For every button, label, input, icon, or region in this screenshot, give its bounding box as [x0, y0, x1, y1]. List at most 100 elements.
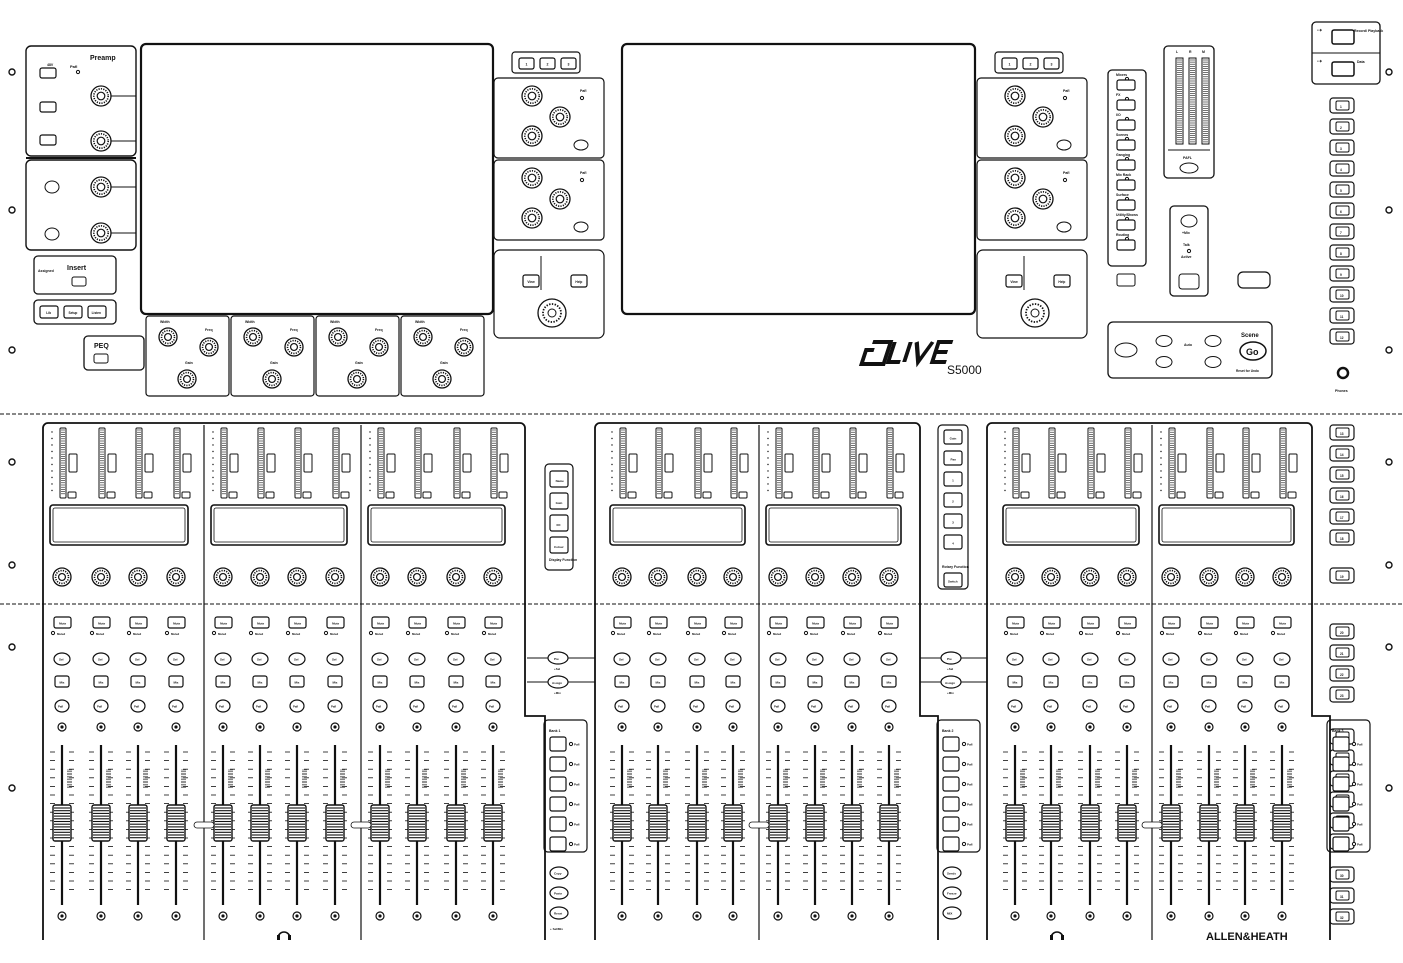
screen-rotary-knob[interactable]	[521, 167, 543, 189]
phones-level-knob[interactable]	[1336, 366, 1350, 380]
mix-button[interactable]: Mix	[881, 675, 897, 688]
channel-rotary-knob[interactable]	[91, 567, 111, 587]
sel-button[interactable]	[1042, 652, 1060, 666]
fader-cap[interactable]	[325, 804, 345, 842]
talk-assign-button[interactable]	[1180, 214, 1198, 228]
fader-assign-button[interactable]	[940, 675, 962, 689]
hpf-lib-button[interactable]: Lib	[39, 305, 59, 319]
mute-button[interactable]: Mute	[1273, 616, 1292, 629]
channel-rotary-knob[interactable]	[128, 567, 148, 587]
channel-rotary-knob[interactable]	[1041, 567, 1061, 587]
softkey-5[interactable]: 5	[1329, 181, 1355, 198]
mute-button[interactable]: Mute	[167, 616, 186, 629]
bank-copy-button[interactable]	[549, 866, 569, 880]
screen-rotary-knob[interactable]	[1004, 125, 1026, 147]
fader-cap[interactable]	[1161, 804, 1181, 842]
screen-tab-button[interactable]: 1	[1001, 57, 1018, 70]
fader-cap[interactable]	[1199, 804, 1219, 842]
softkey-32[interactable]: 32	[1329, 908, 1355, 925]
pafl-button[interactable]	[844, 699, 860, 713]
eq-freq-knob[interactable]	[199, 337, 219, 357]
bank-panels[interactable]: Bank 1PaflPaflPaflPaflPaflPaflCopyPasteR…	[543, 719, 1371, 931]
mute-button[interactable]: Mute	[251, 616, 270, 629]
bank-button[interactable]	[1332, 816, 1350, 832]
mute-button[interactable]: Mute	[288, 616, 307, 629]
eq-gain-knob[interactable]	[347, 369, 367, 389]
mute-button[interactable]: Mute	[1042, 616, 1061, 629]
sel-button[interactable]	[613, 652, 631, 666]
softkey-3[interactable]: 3	[1329, 139, 1355, 156]
softkey-21[interactable]: 21	[1329, 644, 1355, 661]
mix-button[interactable]: Mix	[689, 675, 705, 688]
mix-button[interactable]: Mix	[215, 675, 231, 688]
eq-gain-knob[interactable]	[432, 369, 452, 389]
mute-button[interactable]: Mute	[129, 616, 148, 629]
mode-button-8[interactable]	[1116, 239, 1136, 251]
channel-rotary-knob[interactable]	[1161, 567, 1181, 587]
mute-button[interactable]: Mute	[1236, 616, 1255, 629]
fader-pre-button[interactable]	[940, 651, 962, 665]
mode-button-5[interactable]	[1116, 179, 1136, 191]
fader-cap[interactable]	[370, 804, 390, 842]
pafl-button[interactable]	[448, 699, 464, 713]
mode-button-2[interactable]	[1116, 119, 1136, 131]
screen-rotary-knob[interactable]	[549, 106, 571, 128]
sel-button[interactable]	[806, 652, 824, 666]
screen-rotary-knob[interactable]	[521, 125, 543, 147]
pafl-button[interactable]	[485, 699, 501, 713]
softkey-18[interactable]: 18	[1329, 529, 1355, 546]
softkey-20[interactable]: 20	[1329, 623, 1355, 640]
mix-button[interactable]: Mix	[1274, 675, 1290, 688]
mute-button[interactable]: Mute	[843, 616, 862, 629]
48v-button[interactable]	[39, 67, 57, 79]
mix-button[interactable]: Mix	[1201, 675, 1217, 688]
mute-button[interactable]: Mute	[649, 616, 668, 629]
screen-scroll-knob[interactable]	[537, 298, 567, 328]
mix-button[interactable]: Mix	[1119, 675, 1135, 688]
rotary-function-button[interactable]: 3	[943, 513, 963, 529]
pafl-button[interactable]	[689, 699, 705, 713]
pafl-button[interactable]	[1274, 699, 1290, 713]
softkey-1[interactable]: 1	[1329, 97, 1355, 114]
sel-button[interactable]	[484, 652, 502, 666]
touchscreen-left[interactable]	[139, 42, 495, 316]
sel-button[interactable]	[880, 652, 898, 666]
mix-button[interactable]: Mix	[844, 675, 860, 688]
softkey-22[interactable]: 22	[1329, 665, 1355, 682]
pafl-button[interactable]	[289, 699, 305, 713]
peq-in-button[interactable]	[93, 353, 109, 364]
rotary-function-button[interactable]: 2	[943, 492, 963, 508]
rotary-function-button[interactable]: Gain	[943, 429, 963, 445]
bank-button[interactable]	[549, 836, 567, 852]
channel-rotary-knob[interactable]	[370, 567, 390, 587]
mute-button[interactable]: Mute	[371, 616, 390, 629]
meter-clear-button[interactable]	[1179, 162, 1199, 174]
usb-record-port[interactable]	[1331, 29, 1355, 45]
bank-button[interactable]	[942, 836, 960, 852]
bank-mix-button[interactable]	[942, 906, 962, 920]
fader-cap[interactable]	[879, 804, 899, 842]
bank-button[interactable]	[942, 816, 960, 832]
screen-rotary-knob[interactable]	[549, 188, 571, 210]
eq-gain-knob[interactable]	[177, 369, 197, 389]
mute-button[interactable]: Mute	[326, 616, 345, 629]
mix-button[interactable]: Mix	[1007, 675, 1023, 688]
bank-button[interactable]	[1332, 796, 1350, 812]
mode-button-1[interactable]	[1116, 99, 1136, 111]
sel-button[interactable]	[167, 652, 185, 666]
display-function-name-button[interactable]: Name	[549, 470, 569, 488]
mute-button[interactable]: Mute	[806, 616, 825, 629]
scene-go-button[interactable]	[1239, 341, 1267, 361]
sel-button[interactable]	[251, 652, 269, 666]
hpf-knob[interactable]	[90, 176, 112, 198]
screen-tab-button[interactable]: 3	[1043, 57, 1060, 70]
